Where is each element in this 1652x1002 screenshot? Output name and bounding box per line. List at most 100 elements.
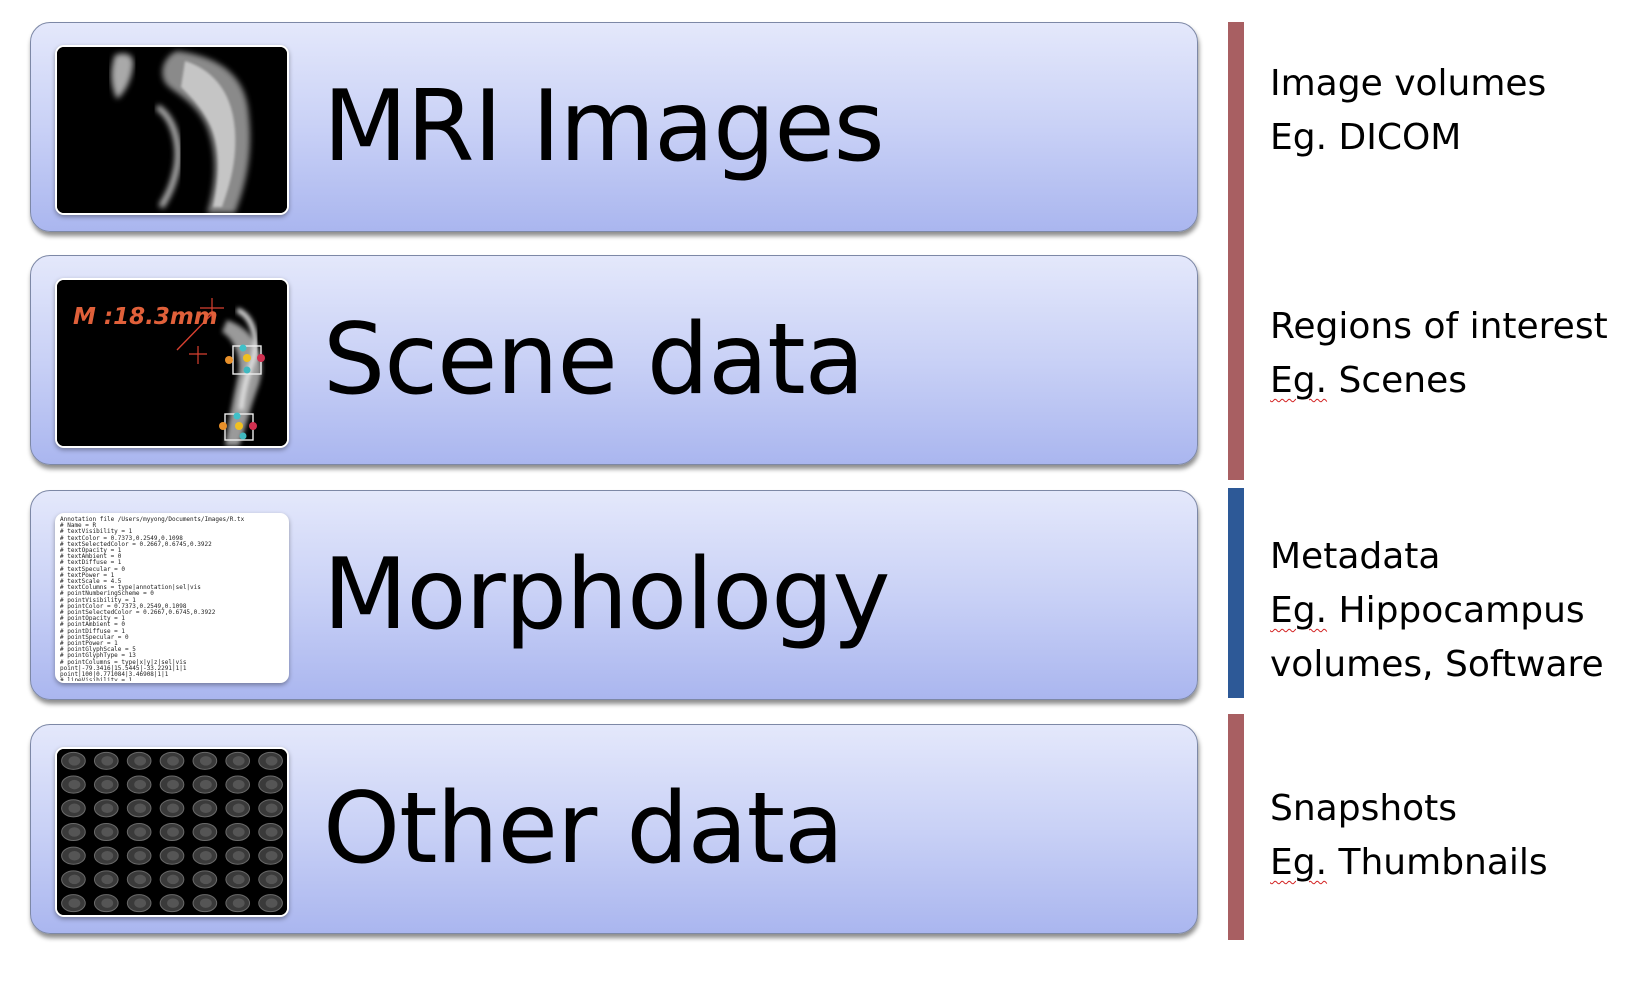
annotation-line: # textDiffuse = 1 xyxy=(60,559,122,567)
annotation-line: # textSelectedColor = 0.2667,0.6745,0.39… xyxy=(60,540,212,548)
annotation-line: # pointSpecular = 0 xyxy=(60,633,129,641)
category-bar-red-lower xyxy=(1228,714,1244,940)
slice-snapshot-detail xyxy=(101,898,114,908)
slice-snapshot-detail xyxy=(199,779,212,790)
slice-snapshot-detail xyxy=(199,898,212,908)
panel-morphology: Annotation file /Users/myyong/Documents/… xyxy=(30,490,1198,700)
desc-prefix: Eg. xyxy=(1270,842,1328,883)
slice-snapshot-detail xyxy=(167,874,179,885)
annotation-line: # pointSelectedColor = 0.2667,0.6745,0.3… xyxy=(60,609,216,617)
slice-snapshot-detail xyxy=(101,803,114,814)
annotation-line: # pointOpacity = 1 xyxy=(60,615,126,623)
annotation-line: # pointGlyphScale = 5 xyxy=(60,646,136,654)
slice-snapshot-detail xyxy=(167,827,179,837)
slice-snapshot-detail xyxy=(265,874,278,885)
slice-snapshot-detail xyxy=(134,874,147,885)
category-bar-blue xyxy=(1228,488,1244,698)
annotation-line: Annotation file /Users/myyong/Documents/… xyxy=(60,516,245,523)
annotation-line: # pointPower = 1 xyxy=(60,640,118,648)
panel-title: Other data xyxy=(323,772,844,886)
slice-snapshot-detail xyxy=(167,850,179,861)
slice-snapshot-detail xyxy=(134,827,147,837)
slice-snapshot-detail xyxy=(232,898,245,908)
slice-snapshot-detail xyxy=(68,827,81,837)
annotation-line: # textSpecular = 0 xyxy=(60,565,126,573)
slice-snapshot-detail xyxy=(167,803,179,814)
slice-snapshot-detail xyxy=(167,756,179,766)
slice-snapshot-detail xyxy=(199,874,212,885)
slice-snapshot-detail xyxy=(232,874,245,885)
annotation-line: # textScale = 4.5 xyxy=(60,578,122,586)
slice-snapshot-detail xyxy=(134,803,147,814)
slice-snapshot-detail xyxy=(167,779,179,790)
panel-title: MRI Images xyxy=(323,70,885,184)
panel-title: Morphology xyxy=(323,538,890,652)
desc-line: Metadata xyxy=(1270,536,1441,577)
panel-scene-data: M :18.3mm Scene data xyxy=(30,255,1198,465)
annotation-line: point|-79.3416|15.5445|-33.2291|1|1 xyxy=(60,664,187,672)
annotation-line: # lineVisibility = 1 xyxy=(60,677,133,681)
slice-snapshot-detail xyxy=(199,850,212,861)
slice-snapshot-detail xyxy=(199,827,212,837)
slice-snapshot-detail xyxy=(232,850,245,861)
slice-snapshot-detail xyxy=(167,898,179,908)
slice-snapshot-detail xyxy=(134,850,147,861)
slice-snapshot-detail xyxy=(68,756,81,766)
mri-thumbnail xyxy=(55,45,289,215)
annotation-line: # pointVisibility = 1 xyxy=(60,596,136,604)
slice-snapshot-detail xyxy=(199,803,212,814)
annotation-line: # textOpacity = 1 xyxy=(60,547,122,555)
annotation-file-text: Annotation file /Users/myyong/Documents/… xyxy=(57,515,287,681)
slice-snapshot-detail xyxy=(265,850,278,861)
annotation-line: # pointColor = 0.7373,0.2549,0.1098 xyxy=(60,602,187,610)
desc-line: Thumbnails xyxy=(1338,842,1548,883)
slice-snapshot-detail xyxy=(265,779,278,790)
snapshots-thumbnail xyxy=(55,747,289,917)
annotation-line: # Name = R xyxy=(60,522,97,530)
category-bar-red xyxy=(1228,22,1244,480)
desc-line: Image volumes xyxy=(1270,63,1547,104)
desc-line: Regions of interest xyxy=(1270,306,1608,347)
annotation-line: # pointGlyphType = 13 xyxy=(60,652,136,660)
slice-snapshot-detail xyxy=(265,827,278,837)
slice-snapshot-detail xyxy=(101,827,114,837)
desc-line: Hippocampus xyxy=(1338,590,1585,631)
slice-snapshot-detail xyxy=(101,850,114,861)
annotation-line: # pointAmbient = 0 xyxy=(60,621,126,629)
desc-line: Snapshots xyxy=(1270,788,1458,829)
panel-mri-images: MRI Images xyxy=(30,22,1198,232)
description-other: Snapshots Eg. Thumbnails xyxy=(1270,782,1548,890)
description-scene: Regions of interest Eg. Scenes xyxy=(1270,300,1608,408)
slice-snapshot-detail xyxy=(232,827,245,837)
slice-snapshot-detail xyxy=(101,756,114,766)
slice-snapshot-detail xyxy=(232,803,245,814)
annotation-line: # textColumns = type|annotation|sel|vis xyxy=(60,584,201,592)
slice-snapshot-detail xyxy=(265,756,278,766)
desc-prefix: Eg. xyxy=(1270,360,1328,401)
slice-snapshot-detail xyxy=(232,756,245,766)
slice-snapshot-detail xyxy=(68,898,81,908)
annotation-line: # pointColumns = type|x|y|z|sel|vis xyxy=(60,658,187,666)
panel-title: Scene data xyxy=(323,303,865,417)
annotation-file-thumbnail: Annotation file /Users/myyong/Documents/… xyxy=(55,513,289,683)
annotation-line: # pointDiffuse = 1 xyxy=(60,627,126,635)
slice-snapshot-detail xyxy=(134,779,147,790)
desc-prefix: Eg. xyxy=(1270,590,1328,631)
slice-snapshot-detail xyxy=(68,874,81,885)
scene-thumbnail: M :18.3mm xyxy=(55,278,289,448)
description-mri: Image volumes Eg. DICOM xyxy=(1270,57,1546,165)
panel-other-data: Other data xyxy=(30,724,1198,934)
slice-snapshot-detail xyxy=(101,874,114,885)
annotation-line: # pointNumberingScheme = 0 xyxy=(60,590,154,598)
desc-line: Scenes xyxy=(1338,360,1468,401)
measure-label: M :18.3mm xyxy=(73,304,218,330)
annotation-line: # textAmbient = 0 xyxy=(60,553,122,561)
slice-snapshot-detail xyxy=(68,779,81,790)
annotation-line: # textPower = 1 xyxy=(60,571,115,579)
annotation-line: point|100|0.771084|3.46908|1|1 xyxy=(60,671,169,679)
slice-snapshot-detail xyxy=(199,756,212,766)
slice-snapshot-detail xyxy=(134,898,147,908)
slice-snapshot-detail xyxy=(265,803,278,814)
desc-line: volumes, Software xyxy=(1270,644,1604,685)
slice-snapshot-detail xyxy=(134,756,147,766)
